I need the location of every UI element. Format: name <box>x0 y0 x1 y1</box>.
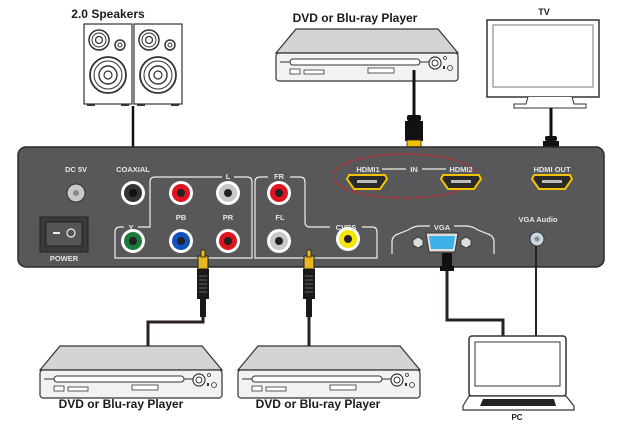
hdmi-out-label: HDMI OUT <box>533 165 570 174</box>
cvbs-rca-plug <box>302 249 316 318</box>
audio-group-outline <box>254 176 378 259</box>
vga-audio-label: VGA Audio <box>518 215 557 224</box>
device-rear-panel <box>17 146 605 268</box>
coaxial-label: COAXIAL <box>116 165 150 174</box>
component-group-outline <box>114 176 253 259</box>
rca-blue-pb-port[interactable] <box>169 229 193 253</box>
power-label: POWER <box>50 254 79 263</box>
pc-label: PC <box>511 413 522 422</box>
rca-white-top-port[interactable] <box>216 181 240 205</box>
dc-label: DC 5V <box>65 165 87 174</box>
vga-cable <box>445 271 505 336</box>
hdmi1-label: HDMI1 <box>356 165 379 174</box>
rca-red-pr-port[interactable] <box>216 229 240 253</box>
pc-laptop-icon <box>462 335 575 411</box>
power-switch[interactable] <box>39 216 89 253</box>
speakers-label: 2.0 Speakers <box>71 7 145 21</box>
vga-label: VGA <box>434 223 451 232</box>
rca-red-fr-port[interactable] <box>267 181 291 205</box>
rca-yellow-cvbs-port[interactable] <box>336 227 360 251</box>
hdmi-out-port[interactable] <box>531 174 573 190</box>
vga-outline <box>391 225 495 254</box>
rca-white-fl-port[interactable] <box>267 229 291 253</box>
rca-green-y-port[interactable] <box>121 229 145 253</box>
dvd-top-label: DVD or Blu-ray Player <box>293 11 418 25</box>
dvd-player-middle-icon <box>237 345 421 399</box>
coaxial-port[interactable] <box>121 181 145 205</box>
component-cable <box>146 317 205 346</box>
tv-icon <box>486 19 600 109</box>
dvd-left-label: DVD or Blu-ray Player <box>59 397 184 411</box>
component-rca-plug <box>196 249 210 318</box>
rca-red-top-port[interactable] <box>169 181 193 205</box>
hdmi2-label: HDMI2 <box>449 165 472 174</box>
pb-label: PB <box>176 213 187 222</box>
dvd-player-top-icon <box>275 28 459 82</box>
fr-label: FR <box>274 172 285 181</box>
component-l-label: L <box>226 172 231 181</box>
vga-audio-port[interactable] <box>529 231 545 247</box>
speakers-icon <box>83 23 183 107</box>
dvd-player-left-icon <box>39 345 223 399</box>
hdmi2-port[interactable] <box>440 174 482 190</box>
hdmi-in-label: IN <box>410 165 418 174</box>
hdmi1-port[interactable] <box>346 174 388 190</box>
y-label: Y <box>128 223 133 232</box>
pr-label: PR <box>223 213 234 222</box>
dvd-middle-label: DVD or Blu-ray Player <box>256 397 381 411</box>
tv-label: TV <box>538 7 550 17</box>
vga-plug <box>440 253 454 271</box>
vga-port[interactable] <box>425 232 459 253</box>
fl-label: FL <box>275 213 285 222</box>
dc-jack[interactable] <box>66 183 86 203</box>
